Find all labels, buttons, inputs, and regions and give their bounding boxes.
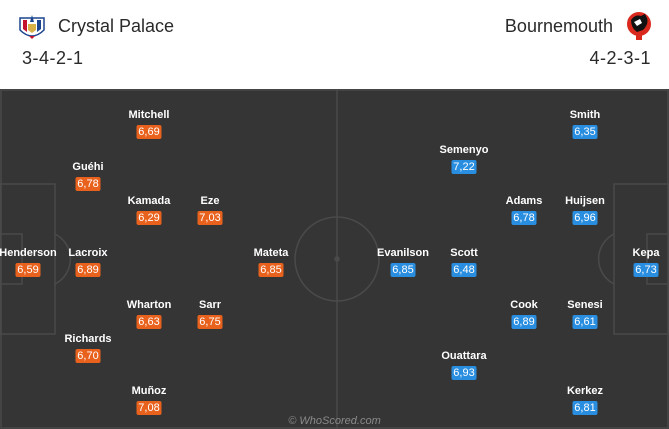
player-rating: 6,35 — [572, 125, 598, 139]
player-rating: 6,48 — [451, 263, 477, 277]
player-kerkez[interactable]: Kerkez 6,81 — [540, 385, 630, 425]
player-rating: 6,78 — [75, 177, 101, 191]
player-mateta[interactable]: Mateta 6,85 — [226, 247, 316, 287]
player-name: Smith — [569, 109, 601, 121]
away-team-name[interactable]: Bournemouth — [504, 16, 613, 36]
bournemouth-crest-icon — [627, 12, 651, 40]
player-name: Henderson — [0, 247, 57, 259]
pitch-markings — [0, 89, 669, 429]
away-formation: 4-2-3-1 — [589, 48, 651, 68]
player-richards[interactable]: Richards 6,70 — [43, 333, 133, 373]
player-name: Adams — [505, 195, 543, 207]
player-eze[interactable]: Eze 7,03 — [165, 195, 255, 235]
player-wharton[interactable]: Wharton 6,63 — [104, 299, 194, 339]
home-team-name[interactable]: Crystal Palace — [58, 16, 175, 36]
player-name: Guéhi — [72, 161, 104, 173]
player-ouattara[interactable]: Ouattara 6,93 — [419, 350, 509, 390]
player-smith[interactable]: Smith 6,35 — [540, 109, 630, 149]
player-scott[interactable]: Scott 6,48 — [419, 247, 509, 287]
player-name: Richards — [64, 333, 112, 345]
crystal-palace-crest-icon — [19, 15, 45, 39]
player-name: Lacroix — [68, 247, 108, 259]
pitch: Henderson 6,59 Guéhi 6,78 Lacroix 6,89 R… — [0, 89, 669, 429]
player-name: Eze — [200, 195, 220, 207]
player-name: Senesi — [567, 299, 603, 311]
home-formation: 3-4-2-1 — [22, 48, 84, 68]
player-name: Ouattara — [441, 350, 487, 362]
player-cook[interactable]: Cook 6,89 — [479, 299, 569, 339]
player-rating: 6,89 — [511, 315, 537, 329]
player-kamada[interactable]: Kamada 6,29 — [104, 195, 194, 235]
player-kepa[interactable]: Kepa 6,73 — [601, 247, 669, 287]
player-name: Sarr — [198, 299, 222, 311]
player-rating: 6,29 — [136, 211, 162, 225]
player-adams[interactable]: Adams 6,78 — [479, 195, 569, 235]
player-name: Wharton — [126, 299, 172, 311]
player-rating: 6,75 — [197, 315, 223, 329]
player-name: Mitchell — [128, 109, 170, 121]
player-rating: 6,61 — [572, 315, 598, 329]
player-name: Kamada — [127, 195, 171, 207]
player-rating: 7,08 — [136, 401, 162, 415]
player-guehi[interactable]: Guéhi 6,78 — [43, 161, 133, 201]
player-rating: 6,69 — [136, 125, 162, 139]
player-rating: 6,85 — [258, 263, 284, 277]
player-rating: 6,59 — [15, 263, 41, 277]
player-name: Kepa — [632, 247, 660, 259]
player-semenyo[interactable]: Semenyo 7,22 — [419, 144, 509, 184]
player-lacroix[interactable]: Lacroix 6,89 — [43, 247, 133, 287]
player-name: Mateta — [253, 247, 289, 259]
player-rating: 6,96 — [572, 211, 598, 225]
match-header: Crystal Palace 3-4-2-1 Bournemouth 4-2-3… — [0, 0, 669, 84]
player-evanilson[interactable]: Evanilson 6,85 — [358, 247, 448, 287]
player-rating: 7,03 — [197, 211, 223, 225]
player-rating: 6,78 — [511, 211, 537, 225]
player-name: Cook — [510, 299, 538, 311]
player-huijsen[interactable]: Huijsen 6,96 — [540, 195, 630, 235]
player-rating: 6,93 — [451, 366, 477, 380]
watermark: © WhoScored.com — [288, 415, 381, 427]
player-rating: 7,22 — [451, 160, 477, 174]
player-rating: 6,89 — [75, 263, 101, 277]
player-rating: 6,81 — [572, 401, 598, 415]
player-rating: 6,70 — [75, 349, 101, 363]
player-munoz[interactable]: Muñoz 7,08 — [104, 385, 194, 425]
player-name: Kerkez — [566, 385, 604, 397]
player-mitchell[interactable]: Mitchell 6,69 — [104, 109, 194, 149]
player-name: Muñoz — [131, 385, 167, 397]
player-name: Semenyo — [439, 144, 489, 156]
player-rating: 6,63 — [136, 315, 162, 329]
player-rating: 6,85 — [390, 263, 416, 277]
player-sarr[interactable]: Sarr 6,75 — [165, 299, 255, 339]
player-name: Evanilson — [377, 247, 429, 259]
player-henderson[interactable]: Henderson 6,59 — [0, 247, 73, 287]
player-rating: 6,73 — [633, 263, 659, 277]
player-senesi[interactable]: Senesi 6,61 — [540, 299, 630, 339]
player-name: Huijsen — [565, 195, 605, 207]
player-name: Scott — [450, 247, 478, 259]
